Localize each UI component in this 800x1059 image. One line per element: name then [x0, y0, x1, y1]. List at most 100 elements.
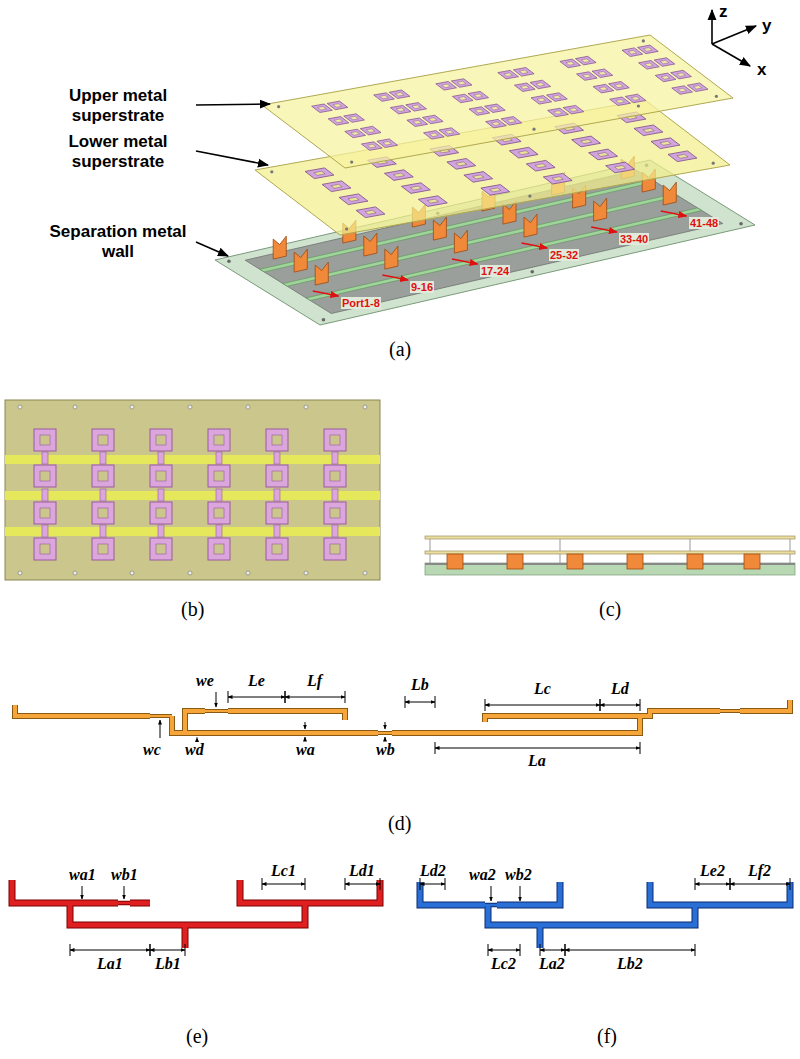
screw-hole	[227, 259, 231, 263]
top-patch	[92, 429, 114, 451]
patch-slot	[598, 72, 607, 76]
lower-patch	[418, 196, 447, 207]
patch-link	[274, 452, 280, 464]
patch-slot	[631, 97, 640, 101]
dimension-line	[485, 705, 600, 706]
upper-patch	[327, 101, 348, 110]
patch-slot	[428, 118, 437, 122]
patch-link	[216, 525, 222, 537]
patch-slot	[395, 93, 404, 97]
feed-line-outline	[740, 700, 790, 711]
patch-slot	[333, 104, 342, 108]
dimension-tick	[345, 878, 346, 890]
lower-patch	[668, 151, 697, 162]
width-marker	[491, 886, 492, 901]
upper-patch	[513, 68, 534, 77]
dimension-label: wc	[143, 741, 161, 759]
patch-slot	[677, 73, 686, 77]
feed-probe	[454, 230, 467, 253]
dimension-label: Lc	[534, 680, 551, 698]
screw-hole	[715, 95, 718, 98]
feed-line	[70, 903, 305, 925]
screw-hole	[642, 39, 645, 42]
upper-patch	[406, 103, 427, 112]
patch-slot	[457, 81, 466, 85]
dimension-label: wa2	[469, 866, 496, 884]
dimension-tick	[695, 944, 696, 956]
patch-slot	[536, 83, 545, 87]
patch-slot	[520, 86, 529, 90]
width-marker	[216, 692, 217, 707]
top-patch	[92, 465, 114, 487]
dimension-label: wa1	[69, 866, 96, 884]
top-patch	[266, 502, 288, 524]
screw-hole	[528, 195, 531, 198]
lower-patch	[509, 147, 538, 158]
patch-slot	[442, 84, 451, 88]
screw-hole	[188, 571, 192, 575]
dimension-line	[150, 950, 185, 951]
upper-patch	[451, 79, 472, 88]
dimension-tick	[565, 944, 566, 956]
wall-strip	[5, 455, 380, 464]
dimension-line	[565, 950, 695, 951]
patch-slot	[330, 544, 340, 554]
top-patch	[34, 538, 56, 560]
patch-slot	[693, 86, 702, 90]
dimension-line	[405, 702, 435, 703]
dimension-tick	[405, 696, 406, 708]
dimension-tick	[695, 878, 696, 890]
dimension-tick	[185, 944, 186, 956]
patch-slot	[330, 508, 340, 518]
port-arrow	[382, 275, 408, 280]
dimension-label: Ld2	[420, 862, 446, 880]
width-marker	[385, 737, 386, 740]
port-label: 9-16	[410, 281, 434, 293]
dimension-label: Lb	[411, 676, 429, 694]
lower-patch	[322, 181, 351, 192]
dimension-line	[695, 884, 730, 885]
upper-patch	[592, 69, 613, 78]
axis-label: x	[757, 60, 766, 80]
layer-pointer	[196, 151, 268, 165]
patch-link	[42, 489, 48, 501]
panel-c-side-view	[425, 536, 795, 575]
patch-slot	[350, 116, 359, 120]
panel-f-feed-network	[420, 878, 790, 956]
patch-slot	[490, 188, 501, 192]
lower-patch	[634, 125, 663, 136]
dimension-tick	[730, 878, 731, 890]
panel-caption: (b)	[181, 598, 204, 621]
feed-line	[205, 710, 228, 712]
patch-slot	[552, 177, 563, 181]
patch-slot	[643, 128, 654, 132]
patch-slot	[535, 164, 546, 168]
feed-probe-side	[567, 554, 583, 569]
screw-hole	[73, 571, 77, 575]
patch-slot	[98, 471, 108, 481]
lower-patch	[481, 185, 510, 196]
patch-slot	[156, 471, 166, 481]
patch-slot	[334, 119, 343, 123]
feed-line-outline	[650, 882, 790, 905]
dimension-label: we	[196, 672, 214, 690]
patch-link	[332, 525, 338, 537]
width-marker	[385, 722, 386, 729]
patch-slot	[214, 471, 224, 481]
feed-line	[420, 882, 485, 905]
patch-link	[42, 452, 48, 464]
dimension-tick	[520, 944, 521, 956]
port-arrow	[591, 227, 617, 232]
patch-slot	[40, 471, 50, 481]
dimension-line	[420, 884, 445, 885]
top-patch	[34, 465, 56, 487]
top-view-board	[5, 400, 380, 580]
screw-hole	[18, 571, 22, 575]
lower-patch	[651, 138, 680, 149]
panel-caption: (c)	[599, 598, 621, 621]
dimension-label: wd	[185, 741, 204, 759]
screw-hole	[345, 227, 348, 230]
upper-patch	[625, 94, 646, 103]
feed-line	[497, 882, 560, 905]
top-patch	[150, 429, 172, 451]
